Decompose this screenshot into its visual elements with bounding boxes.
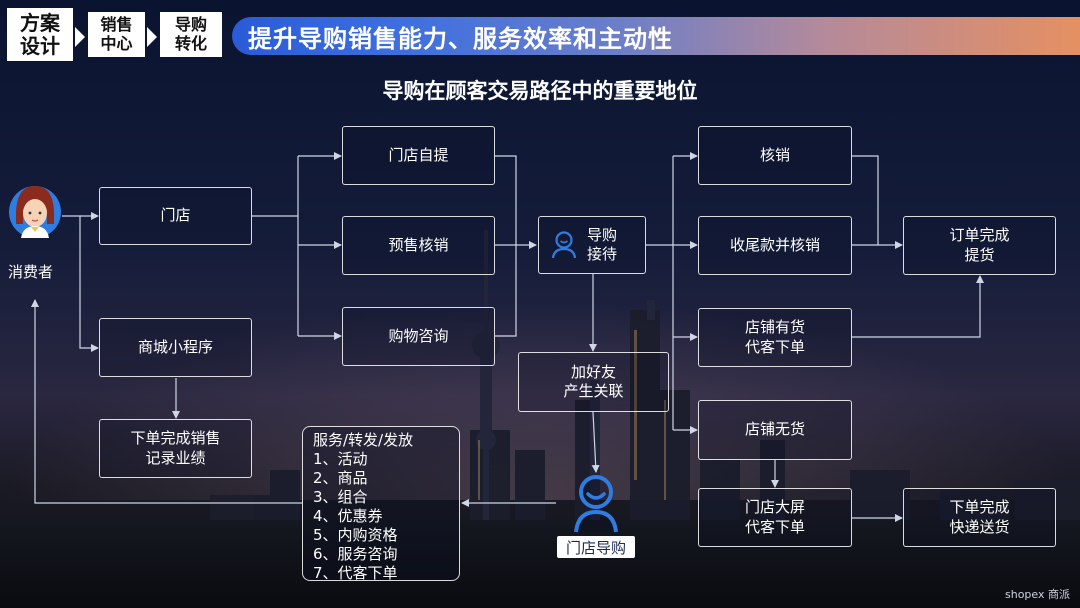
node-label: 门店 xyxy=(160,206,191,225)
consult-node[interactable]: 购物咨询 xyxy=(342,307,495,366)
presale-node[interactable]: 预售核销 xyxy=(342,216,495,275)
crumb-label: 设计 xyxy=(20,33,60,58)
big-screen-node[interactable]: 门店大屏代客下单 xyxy=(698,488,852,547)
node-label: 商城小程序 xyxy=(137,337,213,356)
node-label: 店铺有货 xyxy=(744,318,805,336)
order-done-node[interactable]: 下单完成销售记录业绩 xyxy=(99,419,252,478)
consumer-avatar-icon xyxy=(9,186,61,238)
balance-verify-node[interactable]: 收尾款并核销 xyxy=(698,216,852,275)
node-label: 购物咨询 xyxy=(388,326,449,345)
node-label: 代客下单 xyxy=(744,517,805,536)
breadcrumb-plan-design[interactable]: 方案设计 xyxy=(7,8,73,61)
in-stock-node[interactable]: 店铺有货代客下单 xyxy=(698,308,852,367)
node-label: 下单完成 xyxy=(949,498,1010,516)
out-of-stock-node[interactable]: 店铺无货 xyxy=(698,400,852,460)
store-guide-icon xyxy=(574,475,618,533)
services-item: 4、优惠券 xyxy=(313,507,383,525)
breadcrumb-arrow xyxy=(75,27,85,47)
breadcrumb-sales-center[interactable]: 销售中心 xyxy=(88,12,145,57)
crumb-label: 方案 xyxy=(20,10,60,35)
order-complete-node[interactable]: 订单完成提货 xyxy=(903,216,1056,275)
node-label: 收尾款并核销 xyxy=(729,235,820,254)
services-list: 服务/转发/发放 1、活动 2、商品 3、组合 4、优惠券 5、内购资格 6、服… xyxy=(302,426,460,582)
banner-title: 提升导购销售能力、服务效率和主动性 xyxy=(232,17,1080,55)
node-label: 接待 xyxy=(587,245,618,263)
node-label: 代客下单 xyxy=(744,337,805,356)
add-friend-node[interactable]: 加好友产生关联 xyxy=(518,352,669,412)
diagram-title: 导购在顾客交易路径中的重要地位 xyxy=(382,79,698,103)
services-title: 服务/转发/发放 xyxy=(313,431,414,449)
shopex-logo: shopex 商派 xyxy=(1005,588,1070,601)
node-label: 产生关联 xyxy=(563,382,624,400)
river-water xyxy=(0,520,1080,608)
crumb-label: 转化 xyxy=(174,33,207,53)
user-icon xyxy=(551,231,577,259)
node-label: 预售核销 xyxy=(388,235,449,254)
node-label: 快递送货 xyxy=(949,517,1010,536)
node-label: 提货 xyxy=(964,245,995,264)
pickup-node[interactable]: 门店自提 xyxy=(342,126,495,185)
node-label: 店铺无货 xyxy=(744,420,805,439)
services-item: 2、商品 xyxy=(313,469,368,487)
crumb-label: 导购 xyxy=(174,15,207,35)
node-label: 门店自提 xyxy=(388,145,449,164)
node-label: 订单完成 xyxy=(949,226,1010,244)
node-label: 门店大屏 xyxy=(744,498,805,516)
guide-reception-node[interactable]: 导购接待 xyxy=(538,216,646,274)
services-item: 5、内购资格 xyxy=(313,526,398,544)
store-guide-label: 门店导购 xyxy=(557,536,635,558)
services-item: 7、代客下单 xyxy=(313,564,398,582)
services-item: 1、活动 xyxy=(313,450,368,468)
banner-title-text: 提升导购销售能力、服务效率和主动性 xyxy=(248,24,673,53)
node-label: 核销 xyxy=(759,145,790,164)
crumb-label: 销售 xyxy=(100,15,133,35)
node-label: 导购 xyxy=(587,225,618,244)
node-label: 加好友 xyxy=(570,362,616,381)
store-node[interactable]: 门店 xyxy=(99,187,252,245)
crumb-label: 中心 xyxy=(100,33,133,53)
express-node[interactable]: 下单完成快递送货 xyxy=(903,488,1056,547)
verify-node[interactable]: 核销 xyxy=(698,126,852,185)
node-label: 记录业绩 xyxy=(145,448,206,467)
breadcrumb-guide-conversion[interactable]: 导购转化 xyxy=(160,12,222,57)
services-item: 3、组合 xyxy=(313,488,368,506)
mini-program-node[interactable]: 商城小程序 xyxy=(99,318,252,377)
consumer-label: 消费者 xyxy=(8,263,54,281)
services-item: 6、服务咨询 xyxy=(313,545,398,563)
breadcrumb-arrow xyxy=(147,27,157,47)
node-label: 下单完成销售 xyxy=(130,429,221,447)
